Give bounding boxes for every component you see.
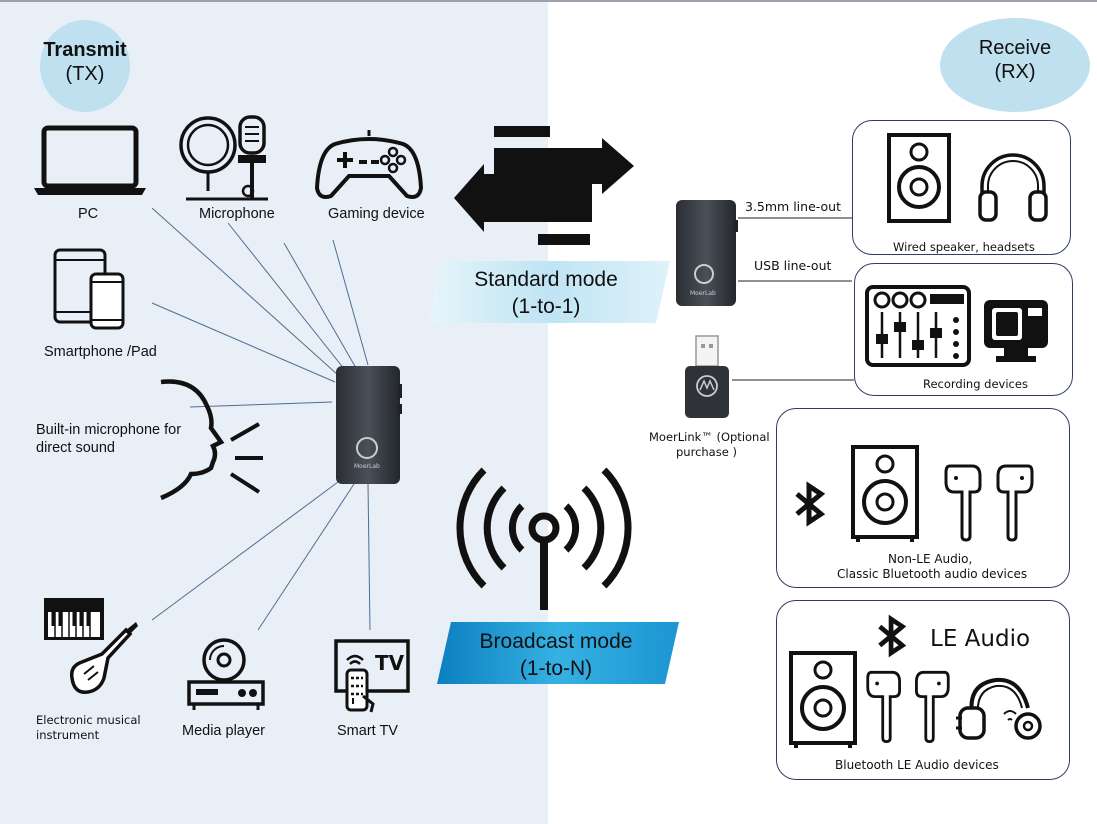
standard-mode-ratio: (1-to-1) xyxy=(511,295,581,318)
instrument-label-1: Electronic musical xyxy=(36,713,141,727)
transmit-title: Transmit xyxy=(43,39,127,61)
standard-mode-label: Standard mode (1-to-1) xyxy=(436,266,656,320)
pc-label: PC xyxy=(78,206,99,222)
microphone-icon xyxy=(179,115,268,201)
standard-mode-banner xyxy=(428,261,670,323)
tablet-phone-icon xyxy=(53,248,125,330)
moerlink-label-1: MoerLink™ (Optional xyxy=(649,430,770,444)
bluetooth-icon xyxy=(795,481,826,527)
moerlink-dongle-icon xyxy=(685,335,729,418)
gamepad-icon xyxy=(314,130,424,199)
headphones-icon xyxy=(978,153,1048,222)
instrument-label-2: instrument xyxy=(36,728,100,742)
le-earbuds-icon xyxy=(866,670,950,743)
standard-mode-title: Standard mode xyxy=(474,268,618,291)
smartphone-label: Smartphone /Pad xyxy=(44,344,157,360)
receive-title: Receive xyxy=(978,37,1052,59)
classic-label-1: Non-LE Audio, xyxy=(888,552,973,566)
usb-line-out-label: USB line-out xyxy=(754,258,832,273)
moerlink-label-2: purchase ) xyxy=(676,445,737,459)
broadcast-mode-banner xyxy=(437,622,679,684)
gaming-device-label: Gaming device xyxy=(328,206,425,222)
tv-icon-text: TV xyxy=(375,651,405,675)
wired-devices-label: Wired speaker, headsets xyxy=(893,240,1035,254)
receive-ellipse: Receive (RX) xyxy=(940,18,1090,112)
le-audio-label: Bluetooth LE Audio devices xyxy=(835,758,999,772)
transmitter-brand: MoerLab xyxy=(354,463,380,470)
smart-tv-icon: TV xyxy=(334,639,410,713)
le-speaker-icon xyxy=(789,651,857,748)
bidirectional-arrows-icon xyxy=(454,126,634,245)
recording-devices-label: Recording devices xyxy=(923,377,1028,391)
speaking-face-icon xyxy=(160,379,263,501)
media-player-label: Media player xyxy=(182,723,266,739)
le-audio-title: LE Audio xyxy=(930,626,1031,652)
builtin-mic-label-1: Built-in microphone for xyxy=(36,422,182,438)
instrument-icon xyxy=(44,598,138,694)
broadcast-antenna-icon xyxy=(456,467,632,610)
hearing-aid-icon xyxy=(956,677,1042,740)
receiver-device: MoerLab xyxy=(676,200,738,306)
le-bluetooth-icon xyxy=(878,614,907,658)
broadcast-mode-label: Broadcast mode (1-to-N) xyxy=(446,628,666,682)
action-camera-icon xyxy=(984,300,1048,362)
laptop-icon xyxy=(34,125,146,195)
line-out-label: 3.5mm line-out xyxy=(745,199,841,214)
broadcast-mode-title: Broadcast mode xyxy=(479,630,633,653)
classic-label-2: Classic Bluetooth audio devices xyxy=(837,567,1028,581)
transmit-ellipse: Transmit (TX) xyxy=(40,20,130,112)
microphone-label: Microphone xyxy=(199,206,275,222)
receive-code: (RX) xyxy=(994,61,1036,83)
classic-earbuds-icon xyxy=(944,464,1034,542)
receiver-brand: MoerLab xyxy=(690,290,716,297)
transmitter-device: MoerLab xyxy=(336,366,402,484)
transmit-code: (TX) xyxy=(65,63,105,85)
classic-speaker-icon xyxy=(851,445,919,542)
speaker-icon xyxy=(887,133,951,223)
classic-bluetooth-box xyxy=(776,408,1070,588)
builtin-mic-label-2: direct sound xyxy=(36,440,115,456)
media-player-icon xyxy=(187,638,265,710)
mixer-icon xyxy=(865,285,971,367)
top-border xyxy=(0,0,1097,2)
smart-tv-label: Smart TV xyxy=(337,723,398,739)
broadcast-mode-ratio: (1-to-N) xyxy=(519,657,593,680)
